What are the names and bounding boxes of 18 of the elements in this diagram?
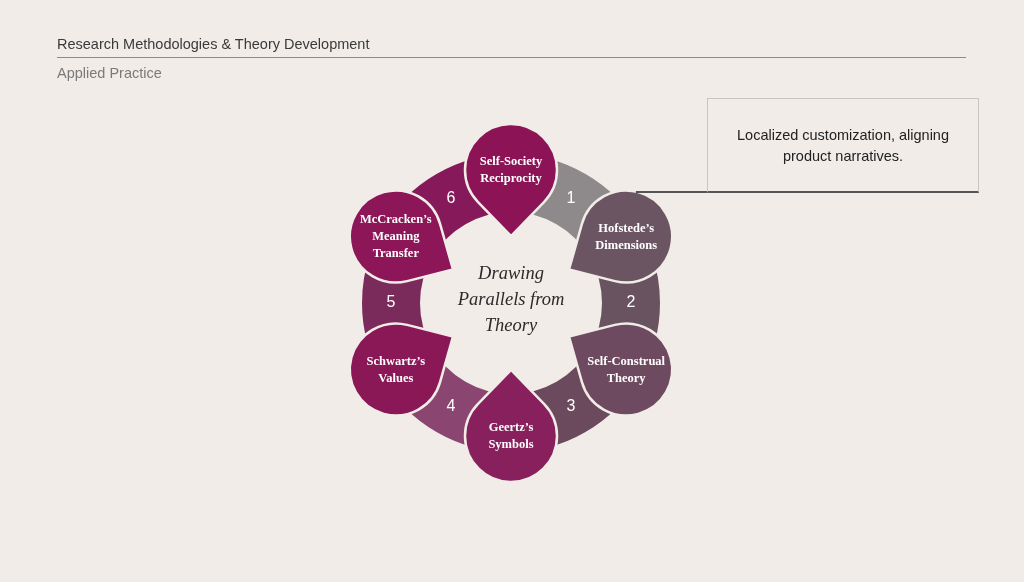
step-number: 4: [445, 396, 457, 415]
step-number: 3: [565, 396, 577, 415]
theory-label: Hofstede’s Dimensions: [594, 219, 659, 254]
step-number: 6: [445, 189, 457, 208]
step-number: 1: [565, 189, 577, 208]
step-number: 2: [625, 293, 637, 311]
theory-label: Schwartz’s Values: [365, 352, 427, 387]
theory-label: Geertz’s Symbols: [487, 419, 535, 453]
theory-label: Self-Construal Theory: [586, 352, 667, 387]
theory-label: Self-Society Reciprocity: [478, 153, 544, 187]
center-title: Drawing Parallels from Theory: [456, 262, 566, 337]
callout-text: Localized customization, aligning product narratives.: [736, 126, 950, 166]
subtitle: Applied Practice: [57, 65, 162, 81]
theory-label: McCracken’s Meaning Transfer: [358, 211, 433, 262]
page-title: Research Methodologies & Theory Development: [57, 36, 370, 52]
step-number: 5: [385, 293, 397, 311]
connector-line: [634, 191, 708, 193]
callout-box: [707, 98, 979, 193]
